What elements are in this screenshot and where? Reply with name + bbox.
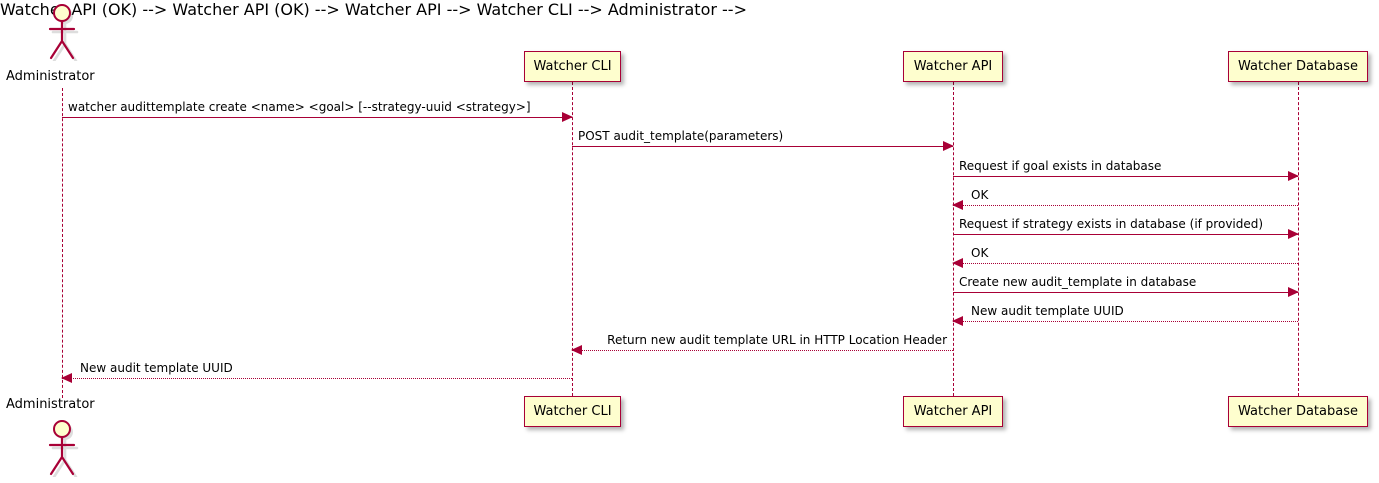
actor-label-administrator-top: Administrator [6,69,95,84]
participant-api-bottom[interactable]: Watcher API [903,396,1003,427]
message-5-arrowhead [1288,229,1299,239]
participant-api-label-bottom: Watcher API [913,404,993,419]
participant-cli-label-bottom: Watcher CLI [533,404,612,419]
message-10-label: New audit template UUID [80,361,233,375]
message-4-arrowhead [952,200,963,210]
message-5-line [953,234,1298,235]
message-2-arrowhead [943,141,954,151]
participant-database-label-bottom: Watcher Database [1238,404,1358,419]
actor-administrator-top [39,3,85,63]
message-6-arrowhead [952,258,963,268]
message-1-label: watcher audittemplate create <name> <goa… [68,100,531,114]
message-4-line [953,205,1298,206]
message-3-arrowhead [1288,171,1299,181]
message-7-label: Create new audit_template in database [959,275,1197,289]
message-1-line [62,117,572,118]
lifeline-api [953,82,954,396]
message-4-label: OK [971,188,989,202]
participant-database-top[interactable]: Watcher Database [1228,51,1368,82]
message-7-arrowhead [1288,287,1299,297]
message-8-label: New audit template UUID [971,304,1124,318]
participant-database-bottom[interactable]: Watcher Database [1228,396,1368,427]
message-1-arrowhead [562,112,573,122]
message-3-line [953,176,1298,177]
participant-cli-label-top: Watcher CLI [533,59,612,74]
participant-database-label-top: Watcher Database [1238,59,1358,74]
message-8-line [953,321,1298,322]
message-3-label: Request if goal exists in database [959,159,1162,173]
actor-label-administrator-bottom: Administrator [6,397,95,412]
message-6-label: OK [971,246,989,260]
participant-api-top[interactable]: Watcher API [903,51,1003,82]
lifeline-administrator [62,88,63,398]
participant-cli-top[interactable]: Watcher CLI [524,51,621,82]
message-9-line [572,350,953,351]
message-6-line [953,263,1298,264]
message-9-arrowhead [571,345,582,355]
message-9-label: Return new audit template URL in HTTP Lo… [607,333,947,347]
lifeline-database [1298,82,1299,396]
message-7-line [953,292,1298,293]
message-2-line [572,146,953,147]
lifeline-cli [572,82,573,396]
message-10-line [62,378,572,379]
message-10-arrowhead [61,373,72,383]
actor-administrator-bottom [39,419,85,479]
message-2-label: POST audit_template(parameters) [578,129,784,143]
participant-cli-bottom[interactable]: Watcher CLI [524,396,621,427]
message-8-arrowhead [952,316,963,326]
participant-api-label-top: Watcher API [913,59,993,74]
message-5-label: Request if strategy exists in database (… [959,217,1264,231]
